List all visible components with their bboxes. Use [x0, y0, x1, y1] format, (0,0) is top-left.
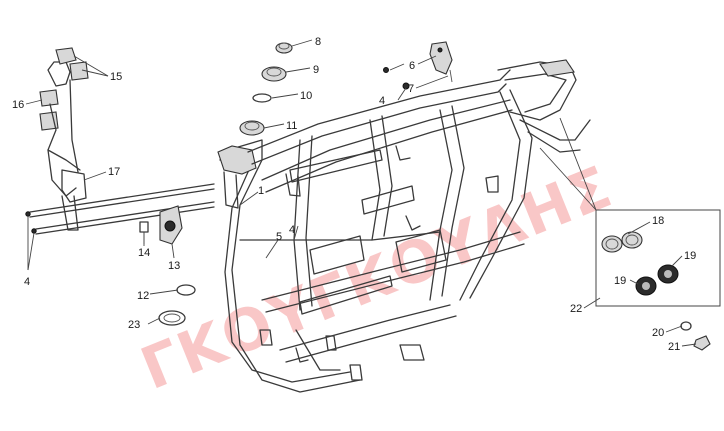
- part-20-washer: [680, 321, 692, 331]
- callout-19-right: 19: [684, 250, 696, 262]
- bolt-end-upper: [25, 211, 31, 217]
- callout-23: 23: [128, 319, 140, 331]
- callout-10: 10: [300, 90, 312, 102]
- part-11-bearing: [239, 120, 265, 136]
- steering-bearings: [239, 42, 293, 136]
- part-8-cap: [275, 42, 293, 54]
- callout-19-left: 19: [614, 275, 626, 287]
- frame-bolt-top: [402, 82, 410, 90]
- harness-bracket-assembly: [25, 47, 215, 235]
- inset-frame: [595, 209, 721, 307]
- frame-bolt-small: [383, 67, 389, 73]
- callout-14: 14: [138, 247, 150, 259]
- callout-17: 17: [108, 166, 120, 178]
- part-9-bearing: [261, 66, 287, 82]
- leader-lines: [25, 39, 697, 347]
- bushing-inset: [539, 117, 721, 307]
- part-10-ring: [252, 93, 272, 103]
- callout-7: 7: [408, 83, 414, 95]
- part-12-ring: [176, 284, 196, 296]
- callout-13: 13: [168, 260, 180, 272]
- callout-20: 20: [652, 327, 664, 339]
- callout-6: 6: [409, 60, 415, 72]
- callout-5: 5: [276, 231, 282, 243]
- part-18-collars: [601, 231, 643, 253]
- callout-16: 16: [12, 99, 24, 111]
- callout-labels: 1 4 5 4 4 6 7 8 9 10 11 12 13 14 15 16 1…: [12, 36, 696, 353]
- callout-1: 1: [258, 185, 264, 197]
- callout-8: 8: [315, 36, 321, 48]
- callout-4-bolts: 4: [24, 276, 30, 288]
- bolt-end-lower: [31, 228, 37, 234]
- callout-4-frame: 4: [289, 224, 295, 236]
- callout-22: 22: [570, 303, 582, 315]
- callout-15: 15: [110, 71, 122, 83]
- callout-21: 21: [668, 341, 680, 353]
- part-13-plate: [159, 205, 183, 245]
- callout-11: 11: [286, 120, 297, 132]
- main-frame: [217, 59, 591, 393]
- part-19-bushings: [635, 264, 679, 296]
- callout-12: 12: [137, 290, 149, 302]
- callout-9: 9: [313, 64, 319, 76]
- rear-bracket-part-6: [429, 41, 453, 83]
- bracket-hole: [437, 47, 443, 53]
- callout-18: 18: [652, 215, 664, 227]
- callout-4-top: 4: [379, 95, 385, 107]
- part-21-nut: [693, 335, 711, 351]
